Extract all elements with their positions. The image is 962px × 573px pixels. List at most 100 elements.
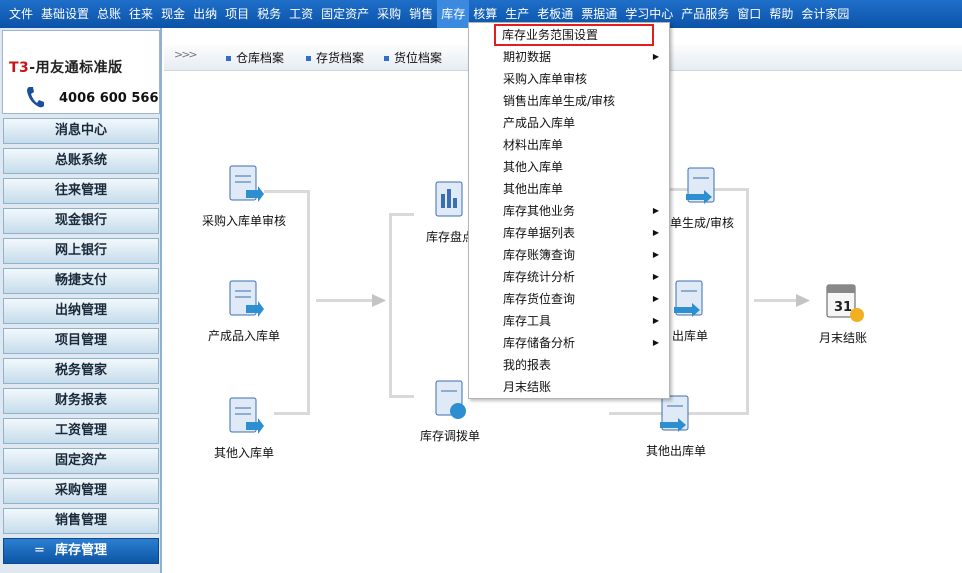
nav-item-13[interactable]: 销售管理 (3, 508, 159, 534)
document-icon (435, 181, 463, 217)
node-label: 产成品入库单 (208, 329, 281, 343)
menu-10[interactable]: 采购 (377, 7, 402, 21)
menu-2[interactable]: 总账 (97, 7, 122, 21)
bullet-icon (226, 56, 231, 61)
connector (316, 299, 374, 302)
nav-item-label: 现金银行 (54, 213, 107, 228)
nav-item-label: 网上银行 (54, 243, 107, 258)
document-icon (660, 395, 689, 432)
dropdown-item-5[interactable]: 材料出库单 (469, 134, 669, 156)
nav-item-10[interactable]: 工资管理 (3, 418, 159, 444)
dropdown-item-label: 库存单据列表 (503, 226, 576, 240)
product-logo: T3-用友通标准版 4006 600 566 (2, 30, 160, 114)
submenu-arrow-icon: ▶ (652, 316, 659, 325)
menu-5[interactable]: 出纳 (193, 7, 218, 21)
node-label: 其他出库单 (646, 444, 707, 458)
dropdown-item-14[interactable]: 库存储备分析▶ (469, 332, 669, 354)
node-month-end[interactable]: 31 月末结账 (819, 279, 867, 346)
menu-6[interactable]: 项目 (225, 7, 250, 21)
dropdown-item-9[interactable]: 库存单据列表▶ (469, 222, 669, 244)
dropdown-item-8[interactable]: 库存其他业务▶ (469, 200, 669, 222)
menu-15[interactable]: 老板通 (537, 7, 574, 21)
submenu-arrow-icon: ▶ (652, 272, 659, 281)
nav-item-3[interactable]: 现金银行 (3, 208, 159, 234)
dropdown-item-7[interactable]: 其他出库单 (469, 178, 669, 200)
nav-item-9[interactable]: 财务报表 (3, 388, 159, 414)
dropdown-item-0[interactable]: 库存业务范围设置 (494, 24, 654, 46)
menu-17[interactable]: 学习中心 (625, 7, 674, 21)
left-panel: T3-用友通标准版 4006 600 566 消息中心总账系统往来管理现金银行网… (0, 28, 162, 573)
nav-item-11[interactable]: 固定资产 (3, 448, 159, 474)
menu-3[interactable]: 往来 (129, 7, 154, 21)
dropdown-item-label: 其他出库单 (503, 182, 564, 196)
dropdown-item-1[interactable]: 期初数据 ▶ (469, 46, 669, 68)
menu-13[interactable]: 核算 (473, 7, 498, 21)
node-purchase-in-review[interactable]: 采购入库单审核 (202, 162, 286, 229)
dropdown-item-label: 期初数据 (503, 50, 552, 64)
dropdown-item-10[interactable]: 库存账簿查询▶ (469, 244, 669, 266)
menu-21[interactable]: 会计家园 (801, 7, 850, 21)
menu-11[interactable]: 销售 (409, 7, 434, 21)
menu-20[interactable]: 帮助 (769, 7, 794, 21)
node-other-out[interactable]: 其他出库单 (646, 392, 706, 459)
dropdown-item-6[interactable]: 其他入库单 (469, 156, 669, 178)
nav-item-8[interactable]: 税务管家 (3, 358, 159, 384)
tab-2[interactable]: 货位档案 (384, 49, 442, 66)
nav-item-7[interactable]: 项目管理 (3, 328, 159, 354)
connector (389, 213, 392, 398)
nav-item-14[interactable]: =库存管理 (3, 538, 159, 564)
tab-label: 仓库档案 (236, 51, 285, 65)
dropdown-item-label: 产成品入库单 (503, 116, 576, 130)
dropdown-item-label: 材料出库单 (503, 138, 564, 152)
node-material-out[interactable]: 出库单 (670, 277, 710, 344)
nav-item-5[interactable]: 畅捷支付 (3, 268, 159, 294)
menu-12[interactable]: 库存 (437, 0, 470, 28)
calendar-icon: 31 (826, 284, 864, 322)
tab-0[interactable]: 仓库档案 (226, 49, 284, 66)
document-icon (435, 380, 466, 419)
nav-item-label: 财务报表 (54, 393, 107, 408)
node-stock-count[interactable]: 库存盘点 (426, 178, 474, 245)
nav-item-12[interactable]: 采购管理 (3, 478, 159, 504)
menu-0[interactable]: 文件 (9, 7, 34, 21)
menu-8[interactable]: 工资 (289, 7, 314, 21)
node-product-in[interactable]: 产成品入库单 (208, 277, 280, 344)
nav-item-label: 采购管理 (54, 483, 107, 498)
menu-9[interactable]: 固定资产 (321, 7, 370, 21)
menu-bar: 文件基础设置总账往来现金出纳项目税务工资固定资产采购销售库存核算生产老板通票据通… (0, 0, 962, 28)
node-transfer[interactable]: 库存调拨单 (420, 377, 480, 444)
menu-19[interactable]: 窗口 (737, 7, 762, 21)
nav-item-1[interactable]: 总账系统 (3, 148, 159, 174)
tab-1[interactable]: 存货档案 (306, 49, 364, 66)
nav-item-0[interactable]: 消息中心 (3, 118, 159, 144)
menu-14[interactable]: 生产 (505, 7, 530, 21)
dropdown-item-11[interactable]: 库存统计分析▶ (469, 266, 669, 288)
arrow-right-icon (796, 294, 810, 307)
dropdown-item-15[interactable]: 我的报表 (469, 354, 669, 376)
dropdown-item-2[interactable]: 采购入库单审核 (469, 68, 669, 90)
dropdown-item-label: 销售出库单生成/审核 (503, 94, 616, 108)
nav-item-label: 销售管理 (54, 513, 107, 528)
submenu-arrow-icon: ▶ (652, 294, 659, 303)
dropdown-item-4[interactable]: 产成品入库单 (469, 112, 669, 134)
dropdown-item-3[interactable]: 销售出库单生成/审核 (469, 90, 669, 112)
dropdown-item-label: 库存业务范围设置 (502, 28, 599, 42)
menu-4[interactable]: 现金 (161, 7, 186, 21)
menu-1[interactable]: 基础设置 (41, 7, 90, 21)
submenu-arrow-icon: ▶ (652, 52, 659, 61)
menu-16[interactable]: 票据通 (581, 7, 618, 21)
dropdown-item-label: 库存工具 (503, 314, 552, 328)
expand-arrows-icon[interactable]: >>> (174, 48, 198, 61)
dropdown-item-13[interactable]: 库存工具 ▶ (469, 310, 669, 332)
nav-item-4[interactable]: 网上银行 (3, 238, 159, 264)
dropdown-item-12[interactable]: 库存货位查询▶ (469, 288, 669, 310)
node-label: 出库单 (671, 329, 708, 343)
menu-18[interactable]: 产品服务 (681, 7, 730, 21)
nav-item-label: 工资管理 (54, 423, 107, 438)
nav-item-6[interactable]: 出纳管理 (3, 298, 159, 324)
nav-item-2[interactable]: 往来管理 (3, 178, 159, 204)
node-other-in[interactable]: 其他入库单 (214, 394, 274, 461)
dropdown-item-16[interactable]: 月末结账 (469, 376, 669, 398)
node-sales-out-gen[interactable]: 单生成/审核 (670, 164, 734, 231)
menu-7[interactable]: 税务 (257, 7, 282, 21)
